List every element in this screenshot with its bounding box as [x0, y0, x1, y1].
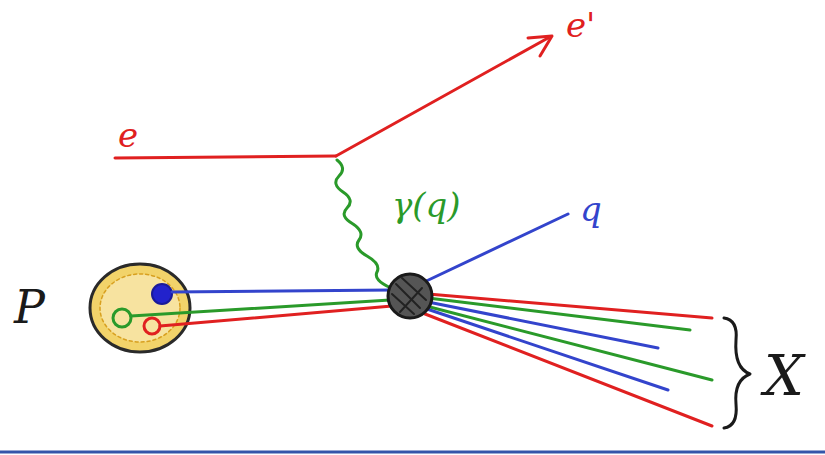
quark-line	[172, 290, 392, 292]
proton-circle	[90, 264, 190, 352]
hadron-line	[420, 312, 712, 426]
hadron-line	[428, 298, 690, 330]
struck-quark-line	[420, 214, 568, 284]
arrow-head	[528, 36, 552, 56]
vertex-blob	[388, 274, 432, 318]
green-quark	[113, 309, 131, 327]
hadrons-label: X	[764, 348, 804, 404]
electron-line	[336, 38, 548, 156]
hadron-line	[428, 302, 658, 348]
electron-label: e	[118, 118, 138, 152]
bottom-rule	[0, 451, 825, 454]
blue-quark	[152, 284, 172, 304]
photon-label: γ(q)	[392, 188, 461, 222]
quark-line	[160, 306, 392, 326]
red-quark	[144, 318, 160, 334]
vertex-hatch	[392, 278, 426, 314]
quark-line	[131, 300, 390, 316]
quark-label: q	[580, 192, 602, 226]
bracket	[724, 318, 750, 428]
proton-sea	[100, 274, 180, 342]
hadron-line	[424, 308, 668, 390]
proton-label: P	[14, 284, 45, 330]
scattered-electron-label: e'	[566, 8, 595, 42]
electron-line	[115, 156, 336, 158]
